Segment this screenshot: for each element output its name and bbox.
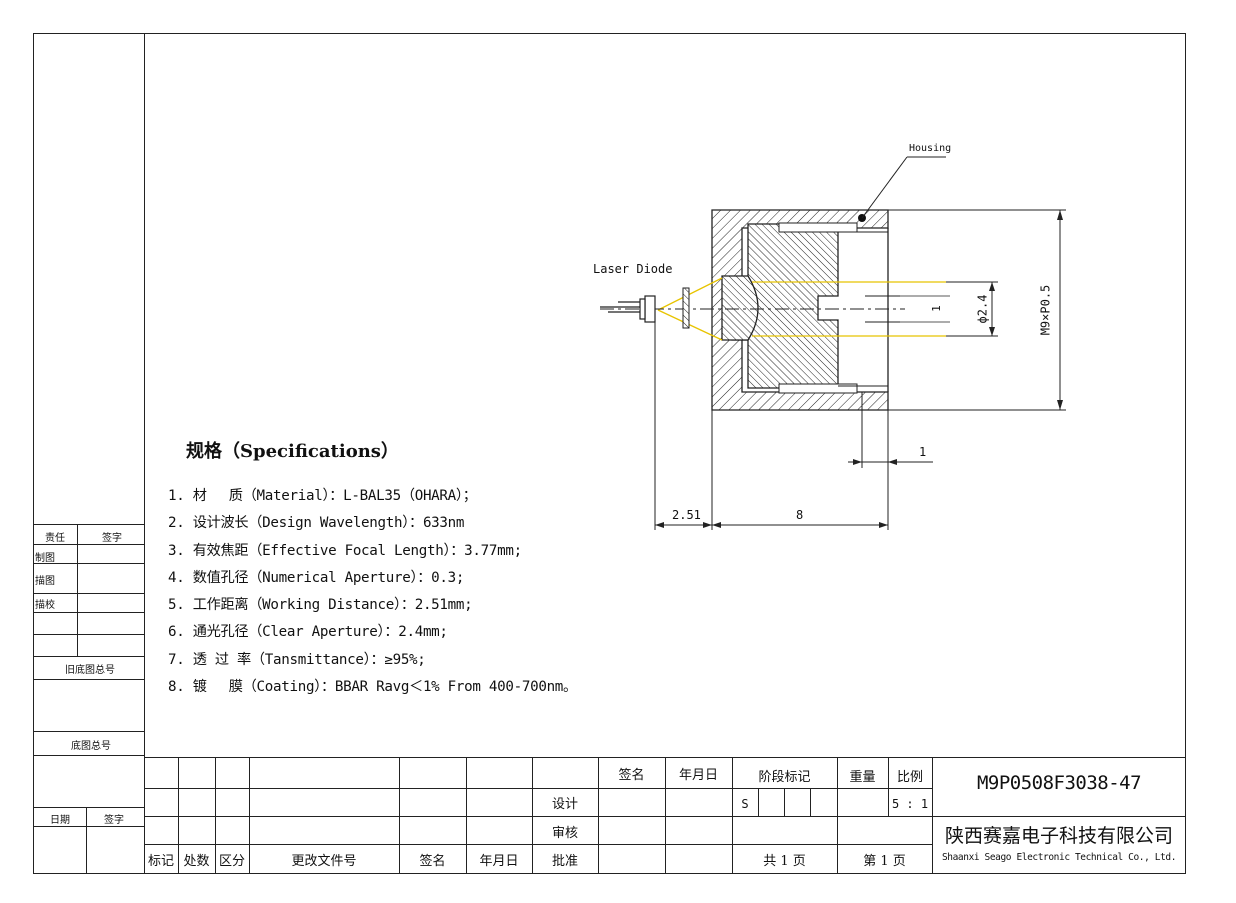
spec-title: 规格（Specifications） bbox=[186, 441, 399, 462]
sign-header: 签名 bbox=[618, 768, 645, 783]
date-label-bottom: 年月日 bbox=[479, 854, 519, 869]
spec-item-transmittance: 7. 透 过 率（Tansmittance）：≥95%; bbox=[168, 651, 426, 668]
company-name-cn: 陕西赛嘉电子科技有限公司 bbox=[944, 825, 1173, 847]
date-label: 日期 bbox=[50, 815, 70, 826]
stage-mark-label: 阶段标记 bbox=[758, 770, 811, 785]
drawing-number: M9P0508F3038-47 bbox=[976, 772, 1142, 794]
weight-label: 重量 bbox=[849, 770, 876, 785]
laser-diode-symbol bbox=[600, 287, 690, 329]
signature-label: 签字 bbox=[102, 533, 122, 544]
change-doc-label: 更改文件号 bbox=[291, 854, 357, 869]
stage-value: S bbox=[741, 797, 749, 811]
spec-item-coating: 8. 镀 膜（Coating）：BBAR Ravg＜1% From 400-70… bbox=[168, 679, 577, 696]
spec-item-clear-aperture: 6. 通光孔径（Clear Aperture）：2.4mm; bbox=[168, 624, 448, 641]
mark-label: 标记 bbox=[147, 854, 174, 869]
spec-item-wavelength: 2. 设计波长（Design Wavelength）：633nm bbox=[168, 515, 465, 532]
spec-list: 1. 材 质（Material）：L-BAL35（OHARA）； 2. 设计波长… bbox=[168, 485, 577, 703]
tracing-label: 描图 bbox=[35, 576, 55, 587]
total-pages: 共 1 页 bbox=[763, 854, 806, 869]
dim-working-distance: 2.51 bbox=[672, 508, 701, 522]
company-name-en: Shaanxi Seago Electronic Technical Co., … bbox=[941, 852, 1177, 863]
review-label: 审核 bbox=[551, 826, 578, 841]
scale-label: 比例 bbox=[896, 770, 923, 785]
left-panel-divider bbox=[144, 33, 145, 874]
scale-value: 5 : 1 bbox=[891, 797, 929, 811]
spec-item-numerical-aperture: 4. 数值孔径（Numerical Aperture）：0.3; bbox=[168, 569, 465, 586]
drawing-label: 制图 bbox=[35, 553, 55, 564]
dim-inner: 1 bbox=[929, 305, 943, 312]
responsibility-label: 责任 bbox=[45, 533, 65, 544]
page-number: 第 1 页 bbox=[863, 854, 906, 869]
check-label: 描校 bbox=[35, 600, 55, 611]
base-number-label: 底图总号 bbox=[71, 741, 111, 752]
lens bbox=[721, 275, 759, 341]
signature2-label: 签字 bbox=[104, 815, 124, 826]
dim-thread: M9×P0.5 bbox=[1038, 284, 1053, 336]
spec-item-working-distance: 5. 工作距离（Working Distance）：2.51mm; bbox=[168, 597, 473, 614]
dim-length: 8 bbox=[796, 508, 804, 522]
count-label: 处数 bbox=[183, 854, 210, 869]
dim-aperture: ϕ2.4 bbox=[975, 294, 990, 324]
approve-label: 批准 bbox=[551, 854, 578, 869]
dim-wall: 1 bbox=[919, 445, 927, 459]
housing-body bbox=[711, 209, 889, 411]
spec-item-material: 1. 材 质（Material）：L-BAL35（OHARA）； bbox=[168, 488, 477, 504]
spec-item-focal-length: 3. 有效焦距（Effective Focal Length）：3.77mm; bbox=[168, 542, 522, 559]
housing-label: Housing bbox=[909, 143, 952, 154]
date-header: 年月日 bbox=[678, 768, 718, 783]
drawing-frame bbox=[33, 33, 1186, 874]
sign-label: 签名 bbox=[419, 854, 446, 869]
zone-label: 区分 bbox=[218, 854, 245, 869]
design-label: 设计 bbox=[551, 797, 578, 812]
laser-diode-label: Laser Diode bbox=[593, 262, 673, 276]
old-base-number-label: 旧底图总号 bbox=[65, 665, 115, 676]
